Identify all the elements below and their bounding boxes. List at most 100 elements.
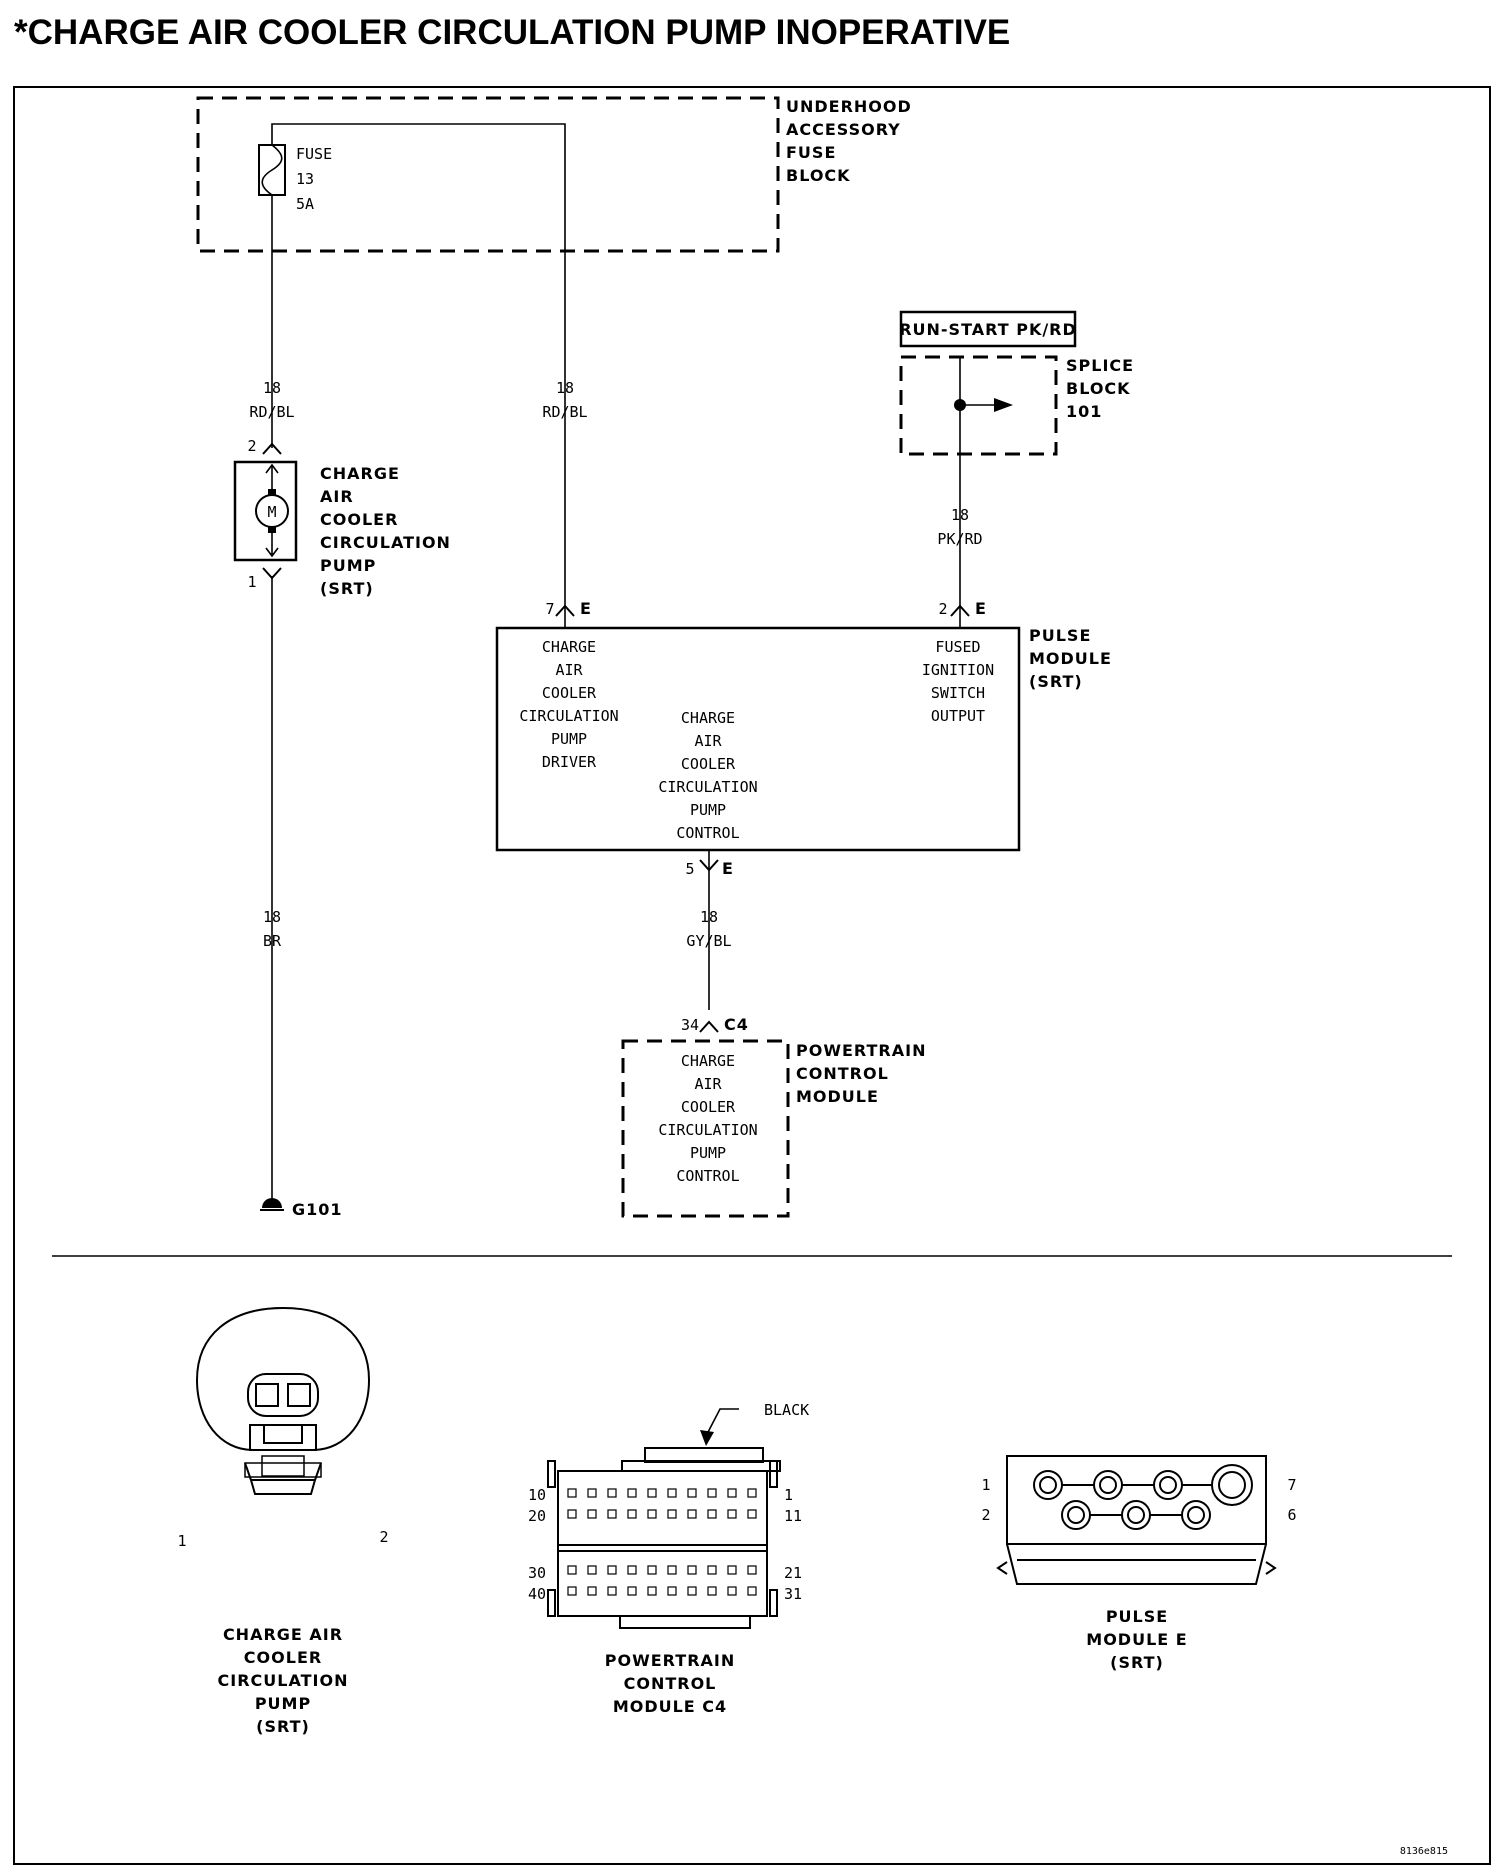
pcm-conn-label-2: CONTROL: [624, 1674, 717, 1693]
pcm-inner-3: COOLER: [681, 1098, 736, 1116]
pump-conn-label-2: COOLER: [244, 1648, 322, 1667]
fuse-number: 13: [296, 170, 314, 188]
control-text-3: COOLER: [681, 755, 736, 773]
splice-arrow-icon: [994, 398, 1013, 412]
pcm-conn-pin-1: 1: [784, 1486, 793, 1504]
figure-id: 8136e815: [1400, 1846, 1448, 1857]
wire-gauge-label: 18: [951, 506, 969, 524]
pin-cavity: [687, 1488, 697, 1498]
driver-text-4: CIRCULATION: [519, 707, 618, 725]
pin-cavity: [627, 1586, 637, 1596]
motor-brush-top: [268, 489, 276, 496]
pin-cavity: [687, 1565, 697, 1575]
pulse-pin-bottom: 5: [685, 860, 694, 878]
splice-block-101: SPLICE BLOCK 101: [899, 355, 1133, 600]
driver-text-3: COOLER: [542, 684, 597, 702]
pulse-pin-right-conn: E: [975, 599, 987, 618]
pulse-module-box: [495, 626, 1021, 852]
pulse-pin-left: 7: [545, 600, 554, 618]
driver-text-1: CHARGE: [542, 638, 596, 656]
control-text-6: CONTROL: [676, 824, 739, 842]
pcm-label-2: CONTROL: [796, 1064, 889, 1083]
pin-cavity: [727, 1488, 737, 1498]
pin-cavity: [1153, 1470, 1183, 1500]
pulse-label-1: PULSE: [1029, 626, 1091, 645]
control-text-5: PUMP: [690, 801, 726, 819]
pcm-conn-pin-31: 31: [784, 1585, 802, 1603]
pcm-inner-2: AIR: [694, 1075, 722, 1093]
pin-cavity: [687, 1586, 697, 1596]
pin-cavity: [1211, 1464, 1253, 1506]
pump-connector-view: 1 2 CHARGE AIR COOLER CIRCULATION PUMP (…: [177, 1306, 389, 1736]
pcm-inner-1: CHARGE: [681, 1052, 735, 1070]
pulse-module: 7 E 2 E PULSE MODULE (SRT) CHARGE AIR CO…: [495, 599, 1111, 1010]
pump-label-1: CHARGE: [320, 464, 400, 483]
motor-brush-bottom: [268, 526, 276, 533]
powertrain-control-module: 34 C4 POWERTRAIN CONTROL MODULE CHARGE A…: [621, 1015, 925, 1218]
pump-conn-label-5: (SRT): [256, 1717, 310, 1736]
pin-cavity: [587, 1586, 597, 1596]
pump-conn-label-4: PUMP: [255, 1694, 311, 1713]
driver-text-6: DRIVER: [542, 753, 597, 771]
pin-cavity: [647, 1565, 657, 1575]
pin-cavity: [707, 1565, 717, 1575]
pump-connector-outline: [195, 1306, 371, 1451]
pin-cavity: [1093, 1470, 1123, 1500]
fuse-element: [261, 144, 283, 196]
pin-2-cavity: [287, 1383, 311, 1407]
pcm-inner-5: PUMP: [690, 1144, 726, 1162]
fuse-label: FUSE: [296, 145, 332, 163]
driver-text-2: AIR: [555, 661, 583, 679]
ground-icon: [262, 1198, 282, 1208]
control-text-1: CHARGE: [681, 709, 735, 727]
pointer-arrow-icon: [700, 1430, 714, 1446]
wire-color-label: GY/BL: [686, 932, 731, 950]
pcm-conn-label-3: MODULE C4: [613, 1697, 727, 1716]
pin-cavity: [1067, 1506, 1085, 1524]
pin-cavity: [607, 1488, 617, 1498]
pump-label-5: PUMP: [320, 556, 376, 575]
splice-label-2: BLOCK: [1066, 379, 1131, 398]
pin-cavity: [1187, 1506, 1205, 1524]
pump-label-4: CIRCULATION: [320, 533, 451, 552]
pulse-conn-label-3: (SRT): [1110, 1653, 1164, 1672]
control-text-2: AIR: [694, 732, 722, 750]
pump-label-3: COOLER: [320, 510, 398, 529]
pulse-conn-label-1: PULSE: [1106, 1607, 1168, 1626]
pcm-connector-view: BLACK 10 20 30 40 1 11 21 31 POWERTRAIN …: [528, 1401, 809, 1716]
pcm-conn-pin-10: 10: [528, 1486, 546, 1504]
pin-cavity: [567, 1509, 577, 1519]
pin-cavity: [647, 1509, 657, 1519]
pcm-conn-label-1: POWERTRAIN: [605, 1651, 735, 1670]
ground-g101: G101: [260, 1198, 343, 1219]
run-start-box: [899, 310, 1077, 348]
pump-pin-top: 2: [247, 437, 256, 455]
pcm-pin: 34: [681, 1016, 699, 1034]
pcm-inner-4: CIRCULATION: [658, 1121, 757, 1139]
circulation-pump: 2 M 1 CHARGE AIR COOLER CIRCULATION PUMP…: [233, 437, 451, 598]
fuse-bus-wire: [271, 123, 566, 600]
driver-text-5: PUMP: [551, 730, 587, 748]
pump-conn-pin-left: 1: [177, 1532, 186, 1550]
pin-cavity: [667, 1488, 677, 1498]
pin-1-cavity: [255, 1383, 279, 1407]
fused-text-3: SWITCH: [931, 684, 985, 702]
diagram-frame: [13, 86, 1491, 1865]
pcm-conn-pin-11: 11: [784, 1507, 802, 1525]
pcm-outline: [621, 1039, 790, 1218]
fuse-block-label-3: FUSE: [786, 143, 836, 162]
pin-cavity: [667, 1586, 677, 1596]
pin-cavity: [1181, 1500, 1211, 1530]
pulse-label-3: (SRT): [1029, 672, 1083, 691]
pin-cavity: [727, 1509, 737, 1519]
pin-cavity: [747, 1586, 757, 1596]
pump-body: [233, 460, 298, 562]
pin-cavity: [647, 1586, 657, 1596]
run-start-label: RUN-START PK/RD: [899, 320, 1077, 339]
pin-cavity: [567, 1488, 577, 1498]
pin-cavity: [1033, 1470, 1063, 1500]
pin-cavity: [647, 1488, 657, 1498]
ground-label: G101: [292, 1200, 343, 1219]
fused-text-4: OUTPUT: [931, 707, 985, 725]
